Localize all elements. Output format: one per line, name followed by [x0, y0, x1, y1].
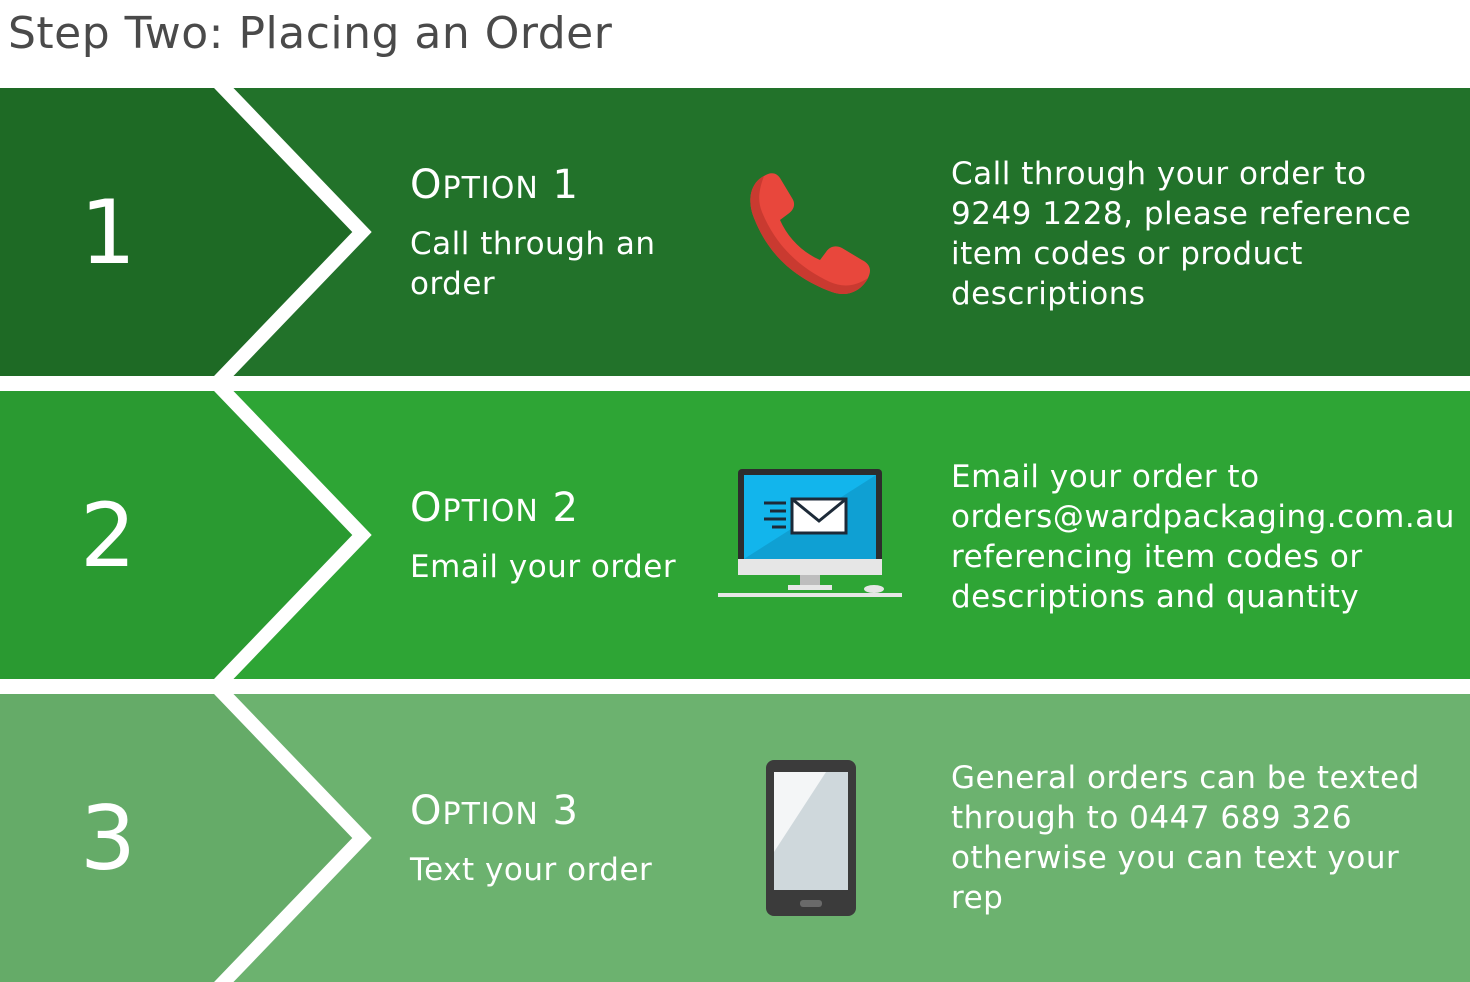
- option-subtitle: Call through an order: [410, 226, 656, 302]
- option-title: OPTION 3: [410, 788, 579, 834]
- computer-email-icon: [718, 469, 902, 597]
- option-2-row: 2 OPTION 2 Email your order Email your o…: [0, 391, 1470, 679]
- option-description: Email your order to orders@wardpackaging…: [951, 459, 1455, 615]
- option-description: Call through your order to 9249 1228, pl…: [951, 156, 1412, 312]
- mobile-phone-icon: [766, 760, 856, 916]
- chevron-arrow: [0, 391, 372, 679]
- option-title: OPTION 1: [410, 162, 579, 208]
- option-title: OPTION 2: [410, 485, 579, 531]
- option-1-row: 1 OPTION 1 Call through an order Call th…: [0, 88, 1470, 376]
- option-3-row: 3 OPTION 3 Text your order General order…: [0, 694, 1470, 982]
- page-title: Step Two: Placing an Order: [8, 8, 613, 59]
- step-number: 3: [80, 786, 136, 890]
- option-description: General orders can be texted through to …: [951, 760, 1420, 916]
- phone-icon: [750, 173, 870, 295]
- option-subtitle: Email your order: [410, 549, 677, 585]
- chevron-arrow: [0, 88, 372, 376]
- chevron-arrow: [0, 694, 372, 982]
- option-subtitle: Text your order: [410, 852, 653, 888]
- step-number: 2: [80, 483, 136, 587]
- step-number: 1: [80, 180, 136, 284]
